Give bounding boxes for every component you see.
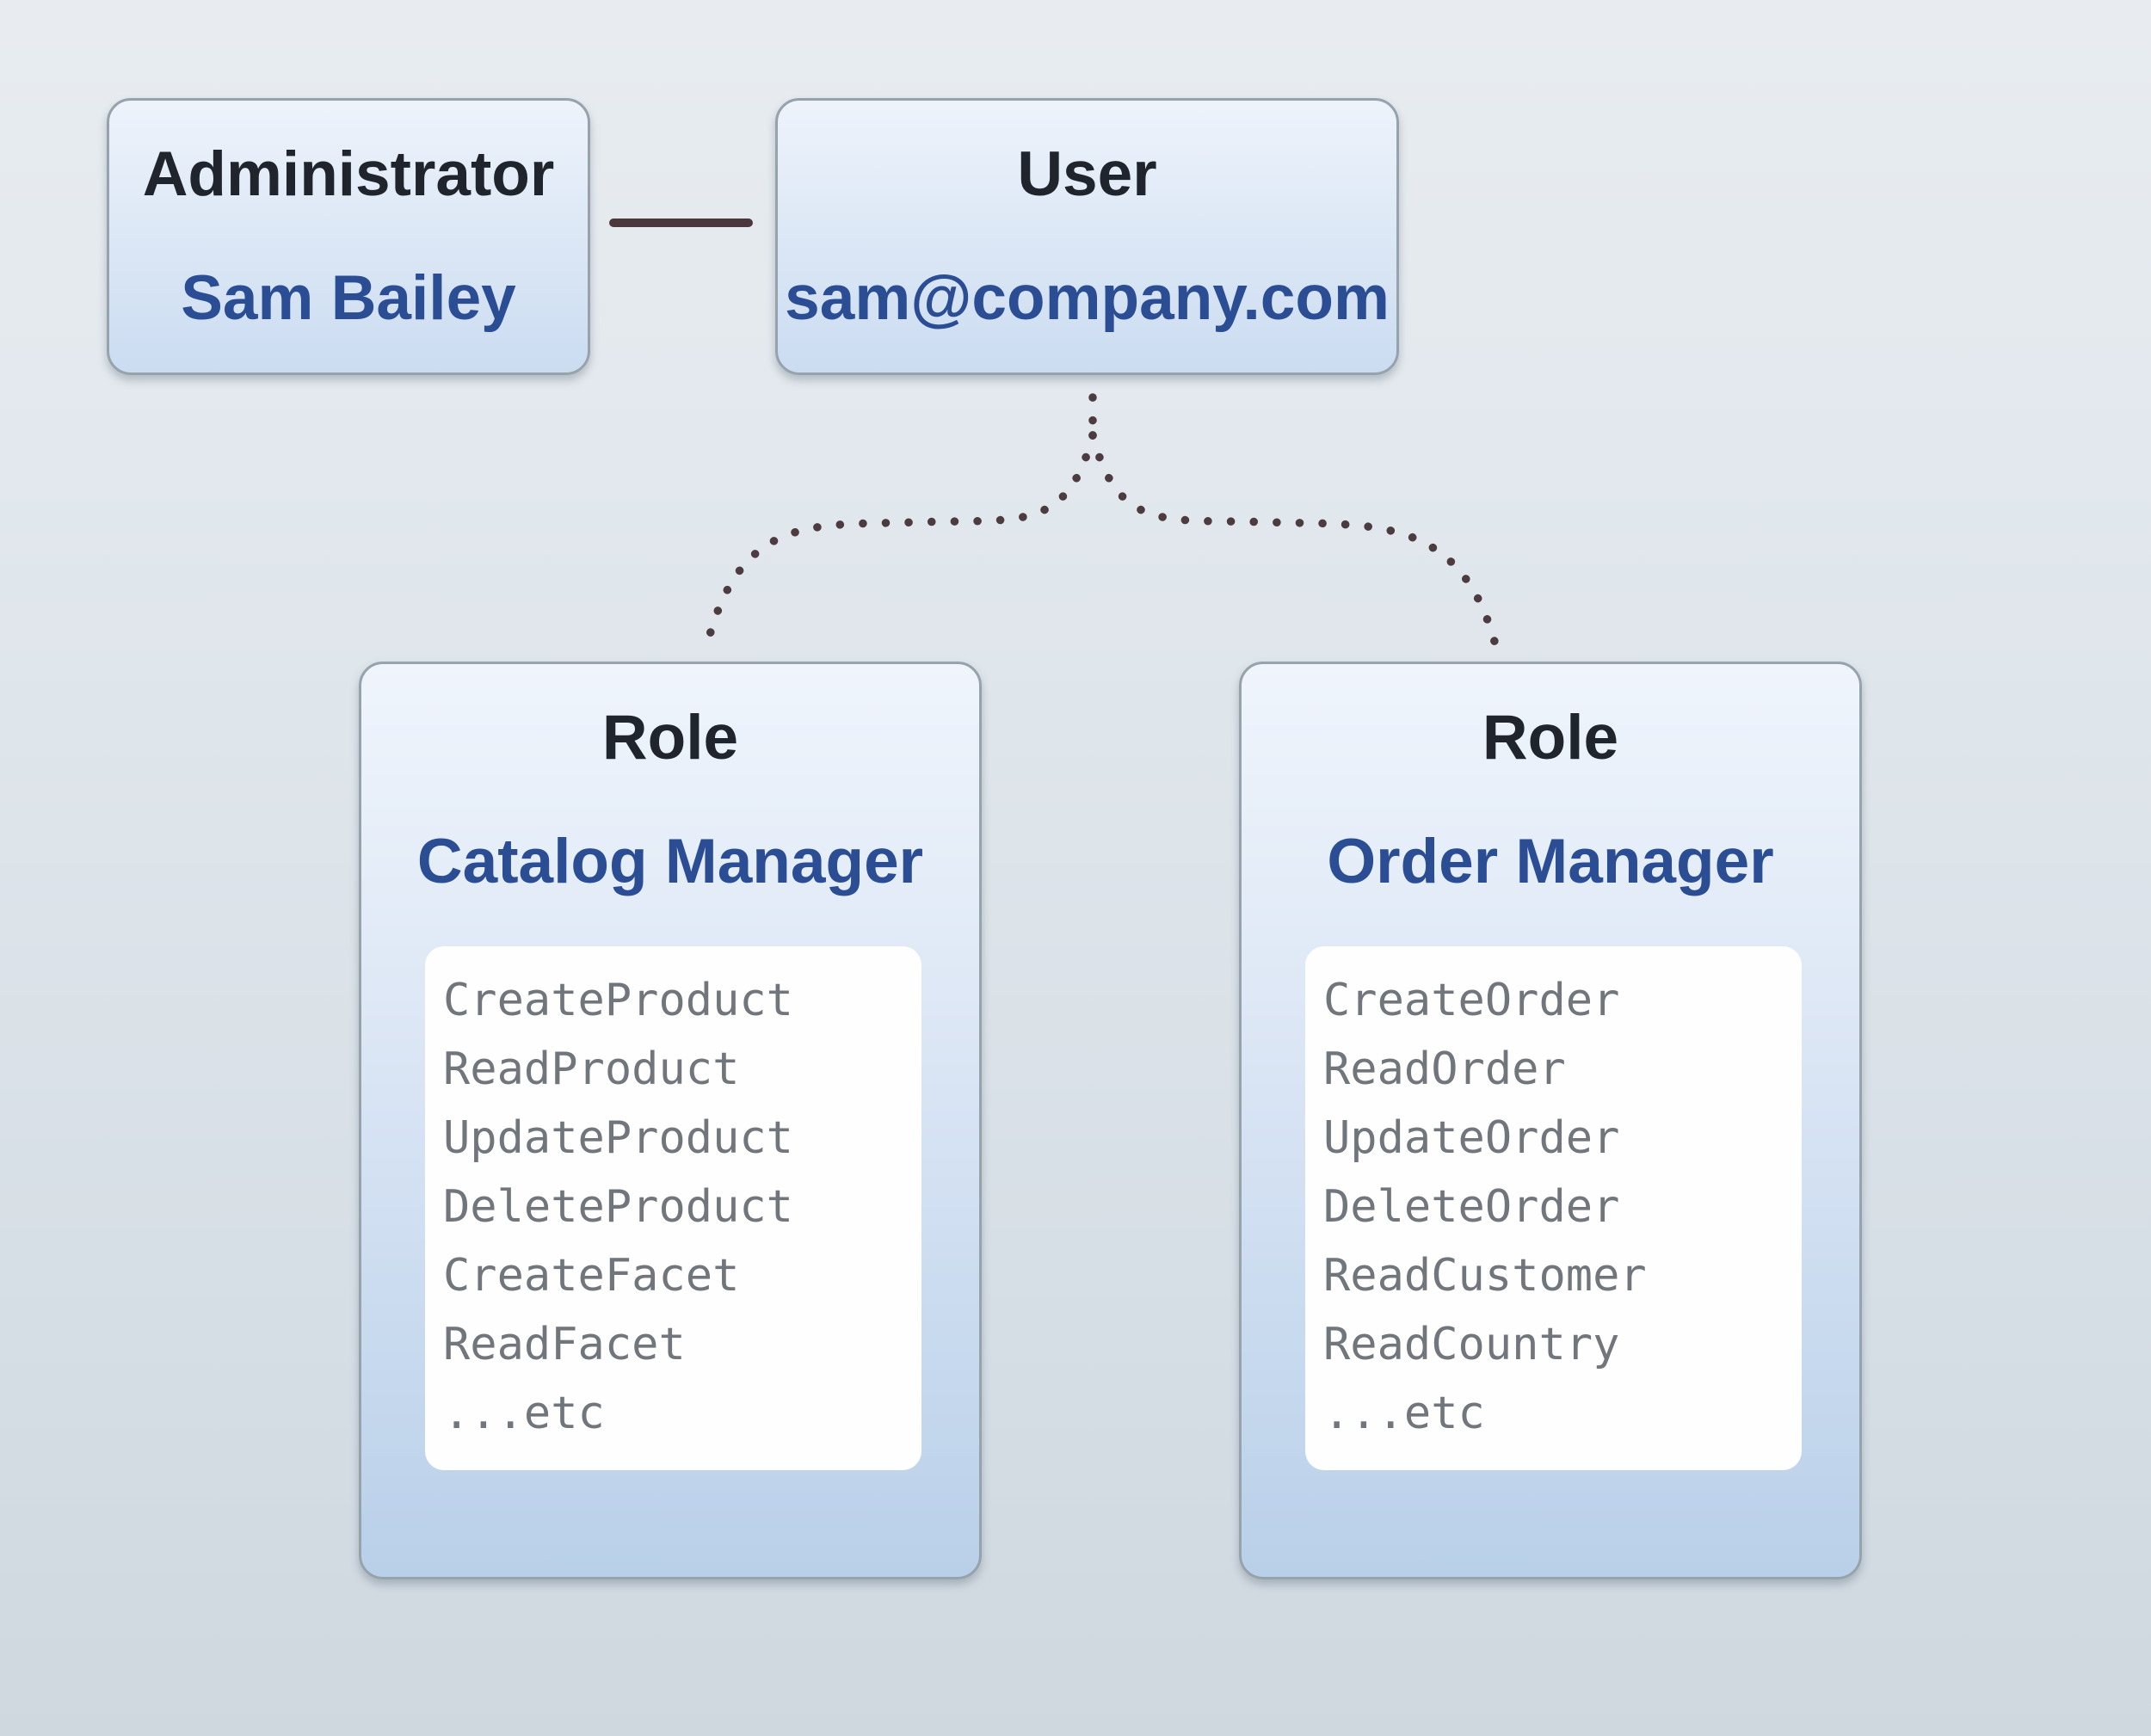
permission-item: ReadFacet xyxy=(443,1319,686,1370)
order-manager-role-name: Order Manager xyxy=(1327,827,1774,896)
user-node-title: User xyxy=(1017,139,1157,209)
catalog-manager-permissions-panel: CreateProduct ReadProduct UpdateProduct … xyxy=(425,946,921,1470)
user-node: User sam@company.com xyxy=(775,98,1399,375)
administrator-name: Sam Bailey xyxy=(181,263,516,333)
order-manager-permissions-panel: CreateOrder ReadOrder UpdateOrder Delete… xyxy=(1305,946,1802,1470)
permission-item: DeleteProduct xyxy=(443,1181,793,1233)
permission-item: ReadCountry xyxy=(1323,1319,1620,1370)
permission-item: ReadCustomer xyxy=(1323,1250,1647,1302)
permission-item: CreateProduct xyxy=(443,975,793,1026)
catalog-manager-role-name: Catalog Manager xyxy=(416,827,924,896)
administrator-node: Administrator Sam Bailey xyxy=(107,98,590,375)
permission-item: CreateFacet xyxy=(443,1250,740,1302)
role-node-title: Role xyxy=(1482,703,1619,773)
permission-item: ReadOrder xyxy=(1323,1043,1566,1095)
permission-item: ...etc xyxy=(443,1388,605,1439)
order-manager-role-node: Role Order Manager CreateOrder ReadOrder… xyxy=(1239,662,1862,1579)
permission-item: DeleteOrder xyxy=(1323,1181,1620,1233)
user-catalog-role-dotted-connector xyxy=(701,431,1097,656)
permission-item: CreateOrder xyxy=(1323,975,1620,1026)
catalog-manager-role-node: Role Catalog Manager CreateProduct ReadP… xyxy=(359,662,982,1579)
permission-item: ...etc xyxy=(1323,1388,1485,1439)
role-node-title: Role xyxy=(601,703,739,773)
permission-item: UpdateProduct xyxy=(443,1112,793,1164)
administrator-node-title: Administrator xyxy=(142,139,555,209)
user-order-role-dotted-connector xyxy=(1088,431,1501,656)
permission-item: ReadProduct xyxy=(443,1043,740,1095)
permission-item: UpdateOrder xyxy=(1323,1112,1620,1164)
user-email: sam@company.com xyxy=(785,263,1390,333)
